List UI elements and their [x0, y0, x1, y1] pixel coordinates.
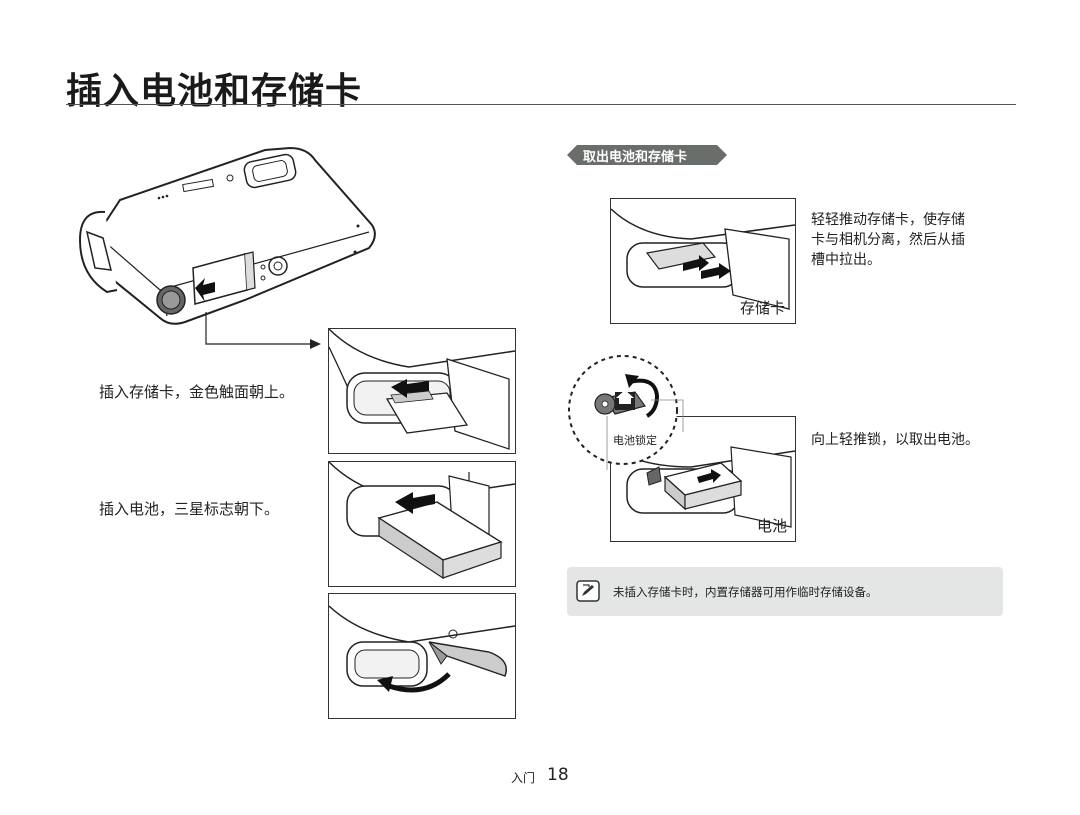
- card-panel-label: 存储卡: [740, 299, 786, 317]
- camera-illustration: [75, 140, 385, 355]
- note-text: 未插入存储卡时，内置存储器可用作临时存储设备。: [613, 585, 878, 599]
- caption-insert-battery: 插入电池，三星标志朝下。: [99, 500, 280, 518]
- callout-connector: [205, 312, 325, 352]
- page-title: 插入电池和存储卡: [66, 71, 363, 112]
- note-box: [567, 567, 1003, 616]
- section-pill: [567, 145, 727, 165]
- card-instruction-line-3: 槽中拉出。: [811, 252, 881, 268]
- battery-lock-label: 电池锁定: [613, 434, 657, 447]
- panel-insert-card: [328, 328, 516, 454]
- section-pill-label: 取出电池和存储卡: [583, 150, 688, 165]
- footer-section: 入门: [511, 771, 536, 785]
- page-number: 18: [547, 765, 569, 785]
- panel-remove-card: [610, 198, 796, 324]
- card-instruction-line-1: 轻轻推动存储卡，使存储: [811, 212, 965, 228]
- battery-lock-magnifier: [565, 352, 685, 472]
- battery-instruction: 向上轻推锁，以取出电池。: [811, 432, 979, 448]
- panel-insert-battery: [328, 461, 516, 587]
- caption-insert-card: 插入存储卡，金色触面朝上。: [99, 383, 295, 401]
- title-divider: [66, 104, 1016, 105]
- card-instruction-line-2: 卡与相机分离，然后从插: [811, 232, 965, 248]
- note-pencil-icon: [576, 580, 600, 602]
- battery-panel-label: 电池: [757, 517, 788, 535]
- panel-close-cover: [328, 593, 516, 719]
